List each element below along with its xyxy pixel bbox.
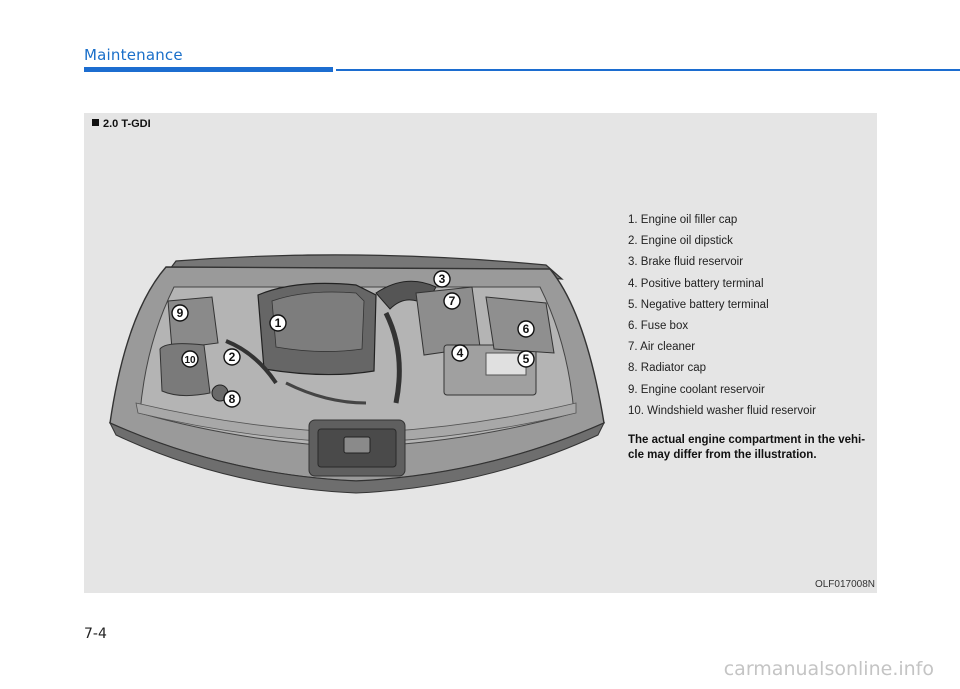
svg-text:5: 5 xyxy=(523,352,530,366)
legend-item: 6. Fuse box xyxy=(628,316,876,337)
callout-8: 8 xyxy=(224,391,240,407)
engine-variant-label: 2.0 T-GDI xyxy=(92,118,151,130)
callout-5: 5 xyxy=(518,351,534,367)
section-title: Maintenance xyxy=(84,46,183,64)
legend-item: 4. Positive battery terminal xyxy=(628,274,876,295)
legend-item: 5. Negative battery terminal xyxy=(628,295,876,316)
svg-text:9: 9 xyxy=(177,306,184,320)
svg-text:3: 3 xyxy=(439,272,446,286)
callout-2: 2 xyxy=(224,349,240,365)
figure-code: OLF017008N xyxy=(815,579,875,590)
legend-item: 1. Engine oil filler cap xyxy=(628,210,876,231)
watermark: carmanualsonline.info xyxy=(724,658,934,680)
callout-4: 4 xyxy=(452,345,468,361)
callout-7: 7 xyxy=(444,293,460,309)
legend-item: 10. Windshield washer fluid reservoir xyxy=(628,401,876,422)
svg-text:8: 8 xyxy=(229,392,236,406)
illustration-disclaimer: The actual engine compartment in the veh… xyxy=(628,433,876,463)
legend-item: 9. Engine coolant reservoir xyxy=(628,380,876,401)
engine-compartment-illustration: 1 2 3 4 5 6 7 8 9 10 xyxy=(106,253,608,583)
callout-6: 6 xyxy=(518,321,534,337)
component-legend: 1. Engine oil filler cap 2. Engine oil d… xyxy=(628,210,876,422)
svg-text:2: 2 xyxy=(229,350,236,364)
callout-1: 1 xyxy=(270,315,286,331)
svg-text:6: 6 xyxy=(523,322,530,336)
header-rule-thick xyxy=(84,67,333,72)
svg-text:10: 10 xyxy=(184,355,196,366)
page-number: 7-4 xyxy=(84,626,107,642)
legend-item: 2. Engine oil dipstick xyxy=(628,231,876,252)
legend-item: 7. Air cleaner xyxy=(628,337,876,358)
svg-text:4: 4 xyxy=(457,346,464,360)
header-rule-thin xyxy=(336,69,960,71)
callout-9: 9 xyxy=(172,305,188,321)
svg-text:1: 1 xyxy=(275,316,282,330)
callout-10: 10 xyxy=(182,351,198,367)
variant-text: 2.0 T-GDI xyxy=(103,118,151,130)
figure-panel: 2.0 T-GDI xyxy=(84,113,877,593)
square-bullet-icon xyxy=(92,119,99,126)
legend-item: 3. Brake fluid reservoir xyxy=(628,252,876,273)
svg-text:7: 7 xyxy=(449,294,456,308)
callout-3: 3 xyxy=(434,271,450,287)
legend-item: 8. Radiator cap xyxy=(628,358,876,379)
